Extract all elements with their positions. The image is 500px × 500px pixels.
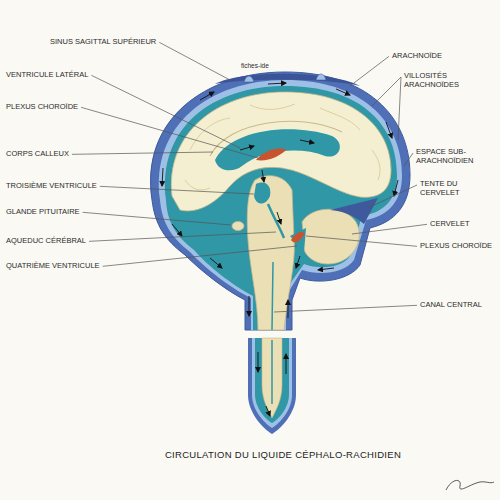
brainstem [247, 176, 294, 330]
leader-line [350, 56, 389, 86]
label-wrap: ARACHNOÏDE [392, 52, 442, 61]
leader-line [72, 152, 213, 154]
leader-line [83, 212, 231, 225]
pituitary-gland [232, 222, 244, 231]
label-wrap: CERVELET [430, 220, 469, 229]
leader-line [274, 305, 417, 312]
third-ventricle [254, 183, 270, 204]
spinal-csf [255, 338, 289, 423]
label-wrap: CORPS CALLEUX [6, 150, 69, 159]
leader-line [103, 246, 297, 266]
label-wrap: fiches-ide [241, 62, 269, 69]
part-label: TENTE DU CERVELET [420, 180, 494, 197]
leader-line [368, 185, 417, 208]
dura-mater [151, 72, 410, 330]
leader-line [100, 186, 254, 194]
leader-line [404, 153, 413, 166]
label-wrap: ESPACE SUB-ARACHNOÏDIEN [416, 148, 496, 165]
label-wrap: CANAL CENTRAL [420, 301, 482, 310]
label-wrap: TENTE DU CERVELET [420, 180, 494, 197]
leader-line [306, 236, 417, 246]
label-wrap: GLANDE PITUITAIRE [6, 208, 80, 217]
part-label: AQUEDUC CÉRÉBRAL [6, 237, 86, 246]
arachnoid-villus [244, 76, 254, 82]
diagram-title: CIRCULATION DU LIQUIDE CÉPHALO-RACHIDIEN [165, 449, 401, 460]
spinal-arachnoid [252, 338, 292, 428]
part-label: PLEXUS CHOROÏDE [6, 103, 78, 112]
leader-line [91, 75, 240, 148]
part-label: CERVELET [430, 220, 469, 229]
leader-line [159, 42, 230, 80]
leader-line [372, 77, 401, 106]
fourth-ventricle [290, 228, 306, 252]
part-label: QUATRIÈME VENTRICULE [6, 262, 100, 271]
leader-line [81, 107, 258, 158]
label-wrap: QUATRIÈME VENTRICULE [6, 262, 100, 271]
csf-space [165, 86, 397, 330]
part-label: TROISIÈME VENTRICULE [6, 182, 97, 191]
label-wrap: SINUS SAGITTAL SUPÉRIEUR [50, 38, 156, 47]
spinal-dura [248, 338, 296, 434]
part-label: ESPACE SUB-ARACHNOÏDIEN [416, 148, 496, 165]
flow-arrows [162, 83, 398, 416]
label-wrap: PLEXUS CHOROÏDE [6, 103, 78, 112]
label-wrap: AQUEDUC CÉRÉBRAL [6, 237, 86, 246]
cerebral-aqueduct [268, 204, 284, 238]
watermark: fiches-ide [241, 62, 269, 69]
part-label: PLEXUS CHOROÏDE [420, 242, 494, 251]
signature [446, 480, 494, 490]
leader-line [89, 232, 276, 241]
lateral-ventricle [215, 129, 340, 170]
tentorium [330, 198, 378, 224]
part-label: CANAL CENTRAL [420, 301, 482, 310]
part-label: CORPS CALLEUX [6, 150, 69, 159]
arachnoid-layer [159, 80, 402, 330]
label-wrap: PLEXUS CHOROÏDE [420, 242, 494, 251]
title-wrap: CIRCULATION DU LIQUIDE CÉPHALO-RACHIDIEN [0, 444, 500, 462]
central-canal [271, 340, 273, 404]
gyri-lines [185, 104, 380, 190]
spinal-cord [262, 338, 282, 418]
part-label: GLANDE PITUITAIRE [6, 208, 80, 217]
choroid-plexus [256, 148, 286, 160]
part-label: SINUS SAGITTAL SUPÉRIEUR [50, 38, 156, 47]
part-label: ARACHNOÏDE [392, 52, 442, 61]
choroid-plexus [291, 232, 305, 242]
part-label: VILLOSITÉS ARACHNOÏDES [404, 72, 492, 89]
part-label: VENTRICULE LATÉRAL [6, 71, 88, 80]
label-wrap: VILLOSITÉS ARACHNOÏDES [404, 72, 492, 89]
label-wrap: VENTRICULE LATÉRAL [6, 71, 88, 80]
leader-line [398, 77, 401, 140]
central-canal [272, 262, 273, 330]
arachnoid-villus [316, 74, 326, 80]
label-wrap: TROISIÈME VENTRICULE [6, 182, 97, 191]
leader-line [352, 224, 427, 234]
